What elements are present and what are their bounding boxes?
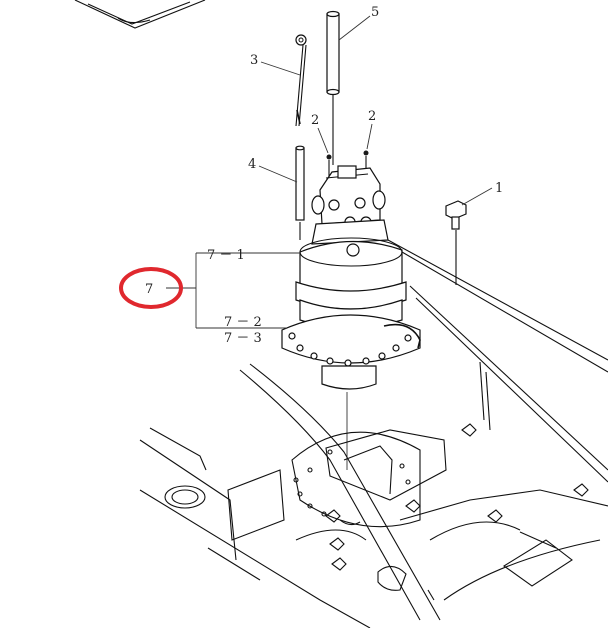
leader-2b [366, 123, 373, 150]
callout-2-right: 2 [368, 109, 376, 124]
callout-7-bracket [166, 252, 300, 329]
leader-4 [258, 165, 298, 183]
part-1-bolt [445, 200, 467, 285]
leader-5 [338, 15, 371, 41]
part-3-dipstick [295, 34, 307, 127]
callout-3: 3 [250, 53, 258, 68]
corner-housing-part [74, 0, 206, 29]
upper-frame-structure [139, 363, 608, 628]
callout-7-highlight-circle [119, 267, 183, 309]
callout-1: 1 [495, 181, 503, 196]
callout-7-2: 7 － 2 [224, 315, 262, 330]
callout-7-1: 7 － 1 [207, 248, 245, 263]
leader-1 [461, 187, 493, 206]
callout-4: 4 [248, 157, 256, 172]
swing-circle-holes [293, 449, 411, 517]
callout-2-left: 2 [311, 113, 319, 128]
callout-7-3: 7 － 3 [224, 331, 262, 346]
swing-motor-assembly [281, 165, 421, 390]
leader-3 [260, 61, 301, 76]
callout-5: 5 [371, 5, 379, 20]
leader-2a [317, 127, 329, 154]
callout-7: 7 [145, 282, 153, 297]
part-4-rod [295, 145, 305, 240]
part-5-long-pin [326, 10, 340, 165]
frame-rails [387, 239, 608, 483]
